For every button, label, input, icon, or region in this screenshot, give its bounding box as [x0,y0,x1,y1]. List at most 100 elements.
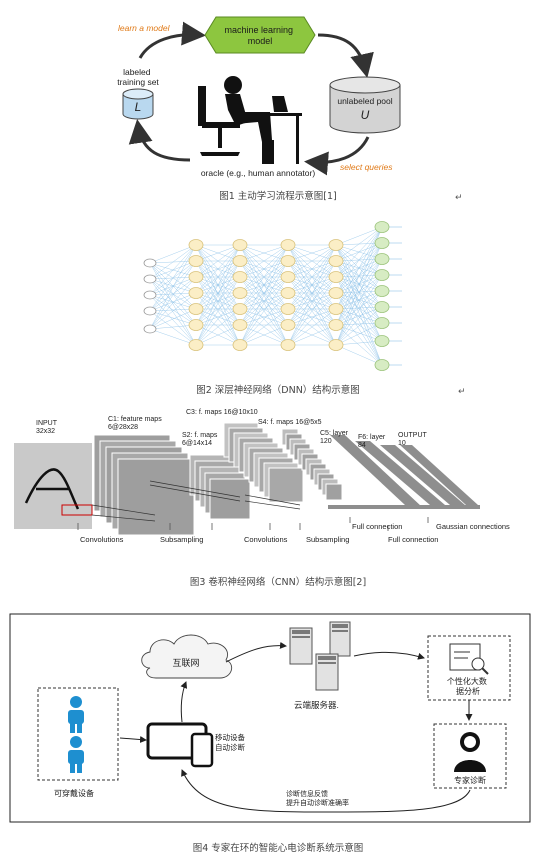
dnn-edge [195,260,241,346]
dnn-edge [335,306,383,346]
cloud-server-icon [289,621,351,691]
dnn-edge [335,322,383,346]
mobile-device-icon [146,722,214,768]
dnn-hidden-node [280,339,296,351]
learn-model-label: learn a model [118,23,171,33]
dnn-edge [239,292,289,346]
dnn-edge [335,344,383,366]
dnn-edge [287,260,337,346]
dnn-edge [195,292,241,346]
dnn-edge [195,276,241,346]
dnn-edge [287,276,337,346]
dnn-edge [335,292,383,366]
dnn-edge [195,244,241,310]
dnn-output-node [374,237,390,249]
dnn-edge [287,244,337,310]
active-learning-diagram: machine learning model learn a model lab… [117,16,401,178]
wearable-device-box [37,687,119,781]
arrow-mobile-to-internet [180,681,188,723]
dnn-hidden-node [328,339,344,351]
dnn-edge [335,260,383,342]
person-icon [68,696,84,733]
dnn-output-node [374,359,390,371]
dnn-edge [239,244,289,278]
dnn-hidden-node [280,271,296,283]
dnn-edge [149,260,197,330]
cycle-arrow-top-left [138,21,206,59]
c3-feature-maps [223,422,304,503]
dnn-hidden-node [232,271,248,283]
s4-map [325,483,343,501]
svg-text:L: L [135,100,142,114]
unlabeled-pool-cylinder-icon [329,76,401,134]
dnn-edge [239,260,289,326]
input-letter-a [24,468,80,510]
dnn-input-node [143,324,157,334]
dnn-edge [335,306,383,326]
training-set-label: labeled training set [117,67,159,87]
dnn-edge [149,310,197,346]
dnn-hidden-node [328,287,344,299]
dnn-edge [149,244,197,264]
cycle-arrow-bottom-left [128,119,191,162]
dnn-output-node [374,317,390,329]
arrow-internet-to-server [225,641,287,663]
dnn-edge [195,244,241,326]
cycle-arrow-top-right [317,33,374,78]
dnn-hidden-node [280,287,296,299]
dnn-output-node [374,269,390,281]
s4-feature-maps [281,428,343,501]
output-label: OUTPUT 10 [398,432,429,447]
oracle-label: oracle (e.g., human annotator) [201,168,316,178]
dnn-edge [335,258,383,346]
dnn-edge [239,244,289,326]
dnn-edge [149,308,197,312]
dnn-edge [149,244,197,296]
dnn-edge [335,340,383,346]
dnn-edge [195,292,241,326]
dnn-edge [335,292,383,342]
dnn-edge [149,308,197,330]
dnn-hidden-node [188,319,204,331]
dnn-hidden-node [232,255,248,267]
dnn-edge [335,324,383,366]
dnn-edge [287,244,337,278]
dnn-edge [239,276,289,346]
dnn-edge [149,294,197,346]
select-queries-label: select queries [340,162,393,172]
dnn-edge [239,244,289,294]
s4-label: S4: f. maps 16@5x5 [258,419,322,426]
dnn-output-node [374,221,390,233]
dnn-edge [149,328,197,346]
dnn-hidden-node [188,255,204,267]
dnn-edge [335,276,383,366]
dnn-hidden-node [188,239,204,251]
ecg-system-diagram: 互联网 云端服务器. 可穿戴设备 移动设备 自动诊断 [9,613,531,823]
dnn-hidden-node [188,303,204,315]
dnn-hidden-node [232,319,248,331]
gaussian-connections-label: Gaussian connections [436,522,510,531]
dnn-edge [287,244,337,294]
dnn-edge [335,276,383,342]
dnn-hidden-node [328,319,344,331]
dnn-output-node [374,253,390,265]
dnn-edge [239,308,289,346]
expert-diagnosis-box [433,723,507,789]
c5-label: C5: layer 120 [320,430,350,445]
dnn-edge [287,292,337,346]
dnn-edge [195,244,241,294]
ml-model-hexagon [204,16,316,54]
return-mark: ↵ [458,386,466,396]
dnn-edge [149,244,197,330]
dnn-edge [239,308,289,326]
dnn-edge [149,260,197,312]
dnn-edge [335,290,383,346]
subsampling-label-1: Subsampling [160,535,203,544]
dnn-edge [239,244,289,262]
dnn-edge [195,308,241,326]
dnn-edge [287,308,337,326]
figure2-caption: 图2 深层神经网络（DNN）结构示意图 [196,385,360,396]
internet-label: 互联网 [172,658,199,668]
dnn-edge [335,244,383,366]
dnn-hidden-node [232,239,248,251]
